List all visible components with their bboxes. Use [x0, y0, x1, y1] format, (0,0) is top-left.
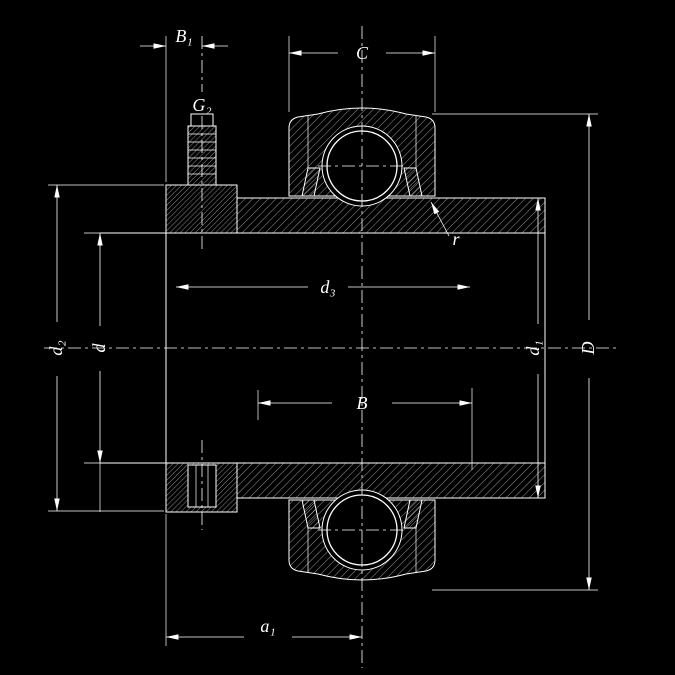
dim-label-d1: d₁: [523, 340, 543, 355]
eccentric-collar-top-section: [165, 184, 238, 234]
dim-label-b: B: [357, 393, 368, 413]
dim-label-r: r: [452, 229, 460, 249]
dim-label-b1: B₁: [175, 26, 192, 46]
inner-ring-bottom-section: [236, 462, 546, 499]
dim-label-c: C: [356, 43, 369, 63]
dim-label-d: d: [89, 343, 109, 353]
dim-r-leader: [430, 201, 450, 237]
centerlines: [44, 26, 618, 668]
dim-label-g2: G₂: [192, 95, 211, 115]
dim-label-d3: d₃: [320, 277, 335, 297]
extension-lines: [48, 36, 598, 646]
dim-label-d2: d₂: [46, 340, 66, 355]
inner-ring-top-section: [236, 197, 546, 234]
dim-label-D: D: [578, 342, 598, 356]
shaft-outline: [99, 232, 545, 512]
dim-label-a1: a₁: [260, 616, 275, 636]
seal-sections: [301, 116, 423, 573]
